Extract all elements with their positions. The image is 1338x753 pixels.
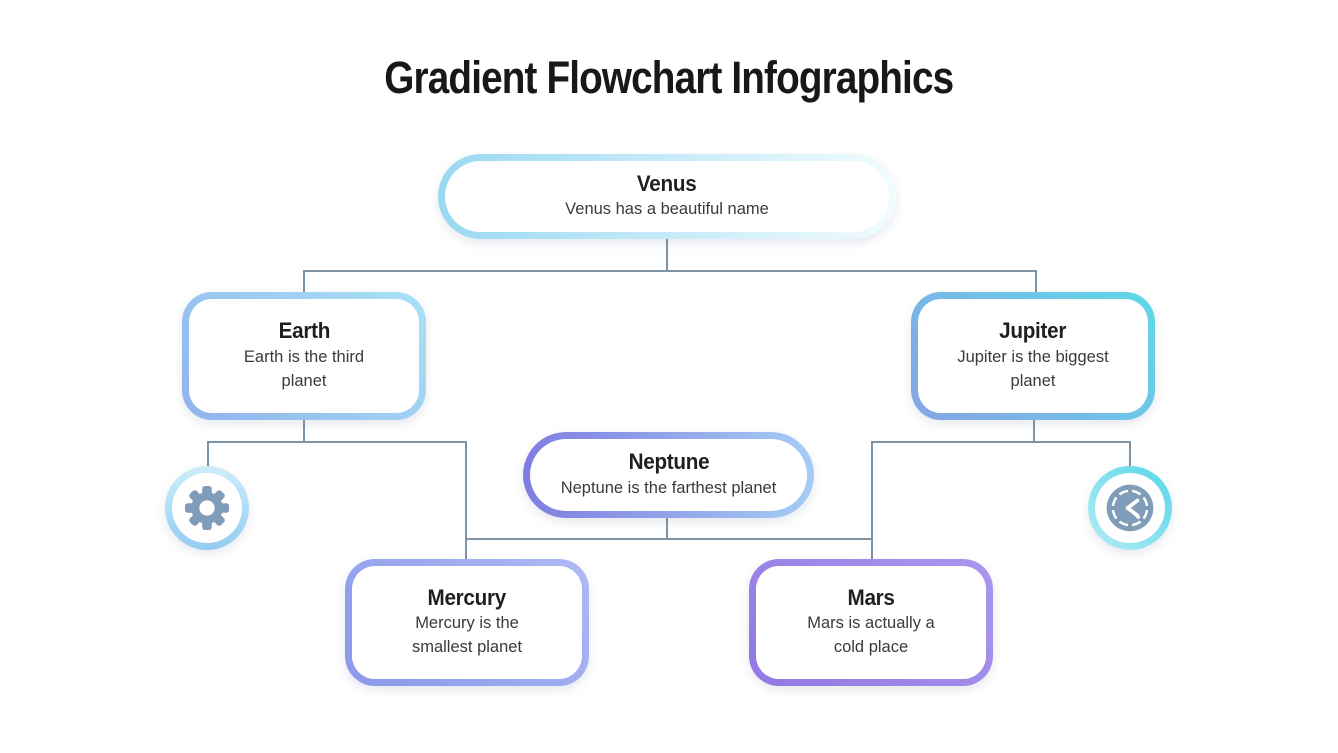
node-mars-description: Mars is actually a cold place	[807, 614, 935, 657]
node-mercury: Mercury Mercury is the smallest planet	[345, 559, 589, 686]
node-neptune: Neptune Neptune is the farthest planet	[523, 432, 814, 518]
connector-tier1-h	[303, 270, 1037, 272]
node-jupiter-title: Jupiter	[999, 318, 1067, 344]
node-jupiter-description: Jupiter is the biggest planet	[957, 347, 1109, 390]
node-venus: Venus Venus has a beautiful name	[438, 154, 896, 239]
node-neptune-description: Neptune is the farthest planet	[560, 478, 777, 497]
node-venus-description: Venus has a beautiful name	[565, 200, 769, 219]
node-earth: Earth Earth is the third planet	[182, 292, 426, 420]
node-mars: Mars Mars is actually a cold place	[749, 559, 993, 686]
page-title: Gradient Flowchart Infographics	[384, 52, 955, 103]
node-jupiter: Jupiter Jupiter is the biggest planet	[911, 292, 1155, 420]
node-mercury-title: Mercury	[427, 584, 507, 610]
node-venus-title: Venus	[637, 170, 697, 196]
gear-icon	[184, 485, 230, 531]
node-mercury-description: Mercury is the smallest planet	[411, 614, 523, 657]
connector-earth-h	[207, 441, 467, 443]
connector-gear-drop	[207, 441, 209, 468]
connector-neptune-h	[466, 538, 873, 540]
connector-clock-drop	[1129, 441, 1131, 468]
connector-jupiter-down	[1033, 419, 1035, 443]
connector-jupiter-up	[1035, 270, 1037, 293]
gear-icon-badge	[165, 466, 249, 550]
node-neptune-title: Neptune	[628, 449, 709, 475]
connector-mercury-drop	[465, 441, 467, 561]
node-earth-title: Earth	[278, 318, 330, 344]
clock-icon	[1106, 484, 1154, 532]
connector-venus-down	[666, 239, 668, 271]
connector-earth-down	[303, 419, 305, 443]
connector-neptune-down	[666, 516, 668, 539]
connector-mars-drop	[871, 441, 873, 561]
connector-earth-up	[303, 270, 305, 293]
node-mars-title: Mars	[847, 584, 895, 610]
connector-jupiter-h	[871, 441, 1131, 443]
node-earth-description: Earth is the third planet	[243, 347, 365, 390]
clock-icon-badge	[1088, 466, 1172, 550]
